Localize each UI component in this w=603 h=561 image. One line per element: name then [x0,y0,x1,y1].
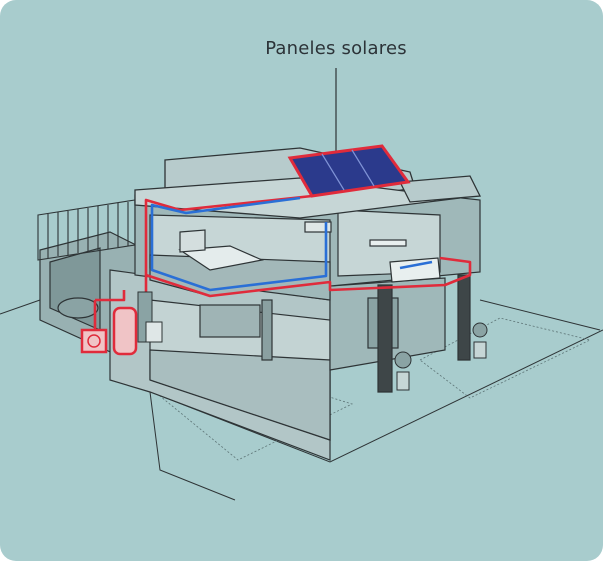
boiler-unit [137,291,163,343]
potted-plants [394,322,488,391]
solar-panels-label: Paneles solares [265,38,407,59]
water-tank [112,306,138,356]
heat-pump [80,328,108,354]
cold-water-pipes [150,196,433,292]
ground-floor [109,269,331,461]
right-ground-volume [329,274,471,393]
solar-panels [287,144,411,198]
